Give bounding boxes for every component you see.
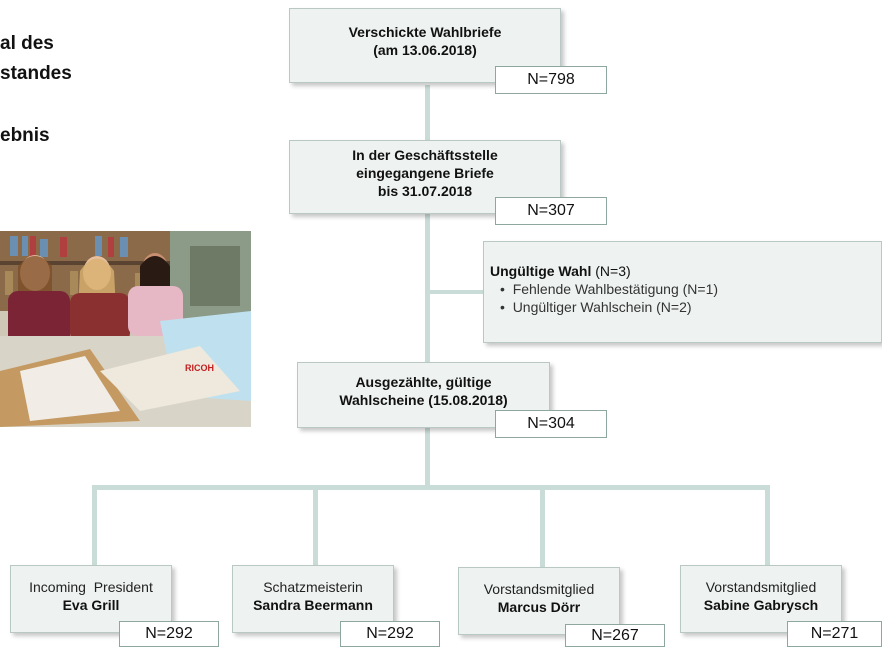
invalid-votes-title: Ungültige Wahl: [490, 263, 592, 279]
received-letters-label-2: eingegangene Briefe: [356, 165, 494, 181]
candidate-count: N=271: [787, 621, 882, 647]
sent-letters-count: N=798: [495, 66, 607, 94]
candidate-role: Incoming President: [29, 579, 153, 595]
sent-letters-date: (am 13.06.2018): [373, 42, 477, 58]
connector-main-vertical: [425, 85, 430, 485]
invalid-votes-list: • Fehlende Wahlbestätigung (N=1) • Ungül…: [490, 280, 881, 316]
candidate-role: Vorstandsmitglied: [705, 579, 817, 595]
invalid-votes-item: • Fehlende Wahlbestätigung (N=1): [500, 281, 719, 297]
candidate-box-3: Vorstandsmitglied Marcus Dörr: [458, 567, 620, 635]
candidate-box-1: Incoming President Eva Grill: [10, 565, 172, 633]
invalid-votes-item-text: Fehlende Wahlbestätigung (N=1): [512, 281, 719, 297]
counted-ballots-label-2: Wahlscheine (15.08.2018): [339, 392, 508, 408]
heading-line-3: ebnis: [0, 125, 50, 146]
candidate-role: Schatzmeisterin: [263, 579, 363, 595]
counted-ballots-count: N=304: [495, 410, 607, 438]
counted-ballots-label-1: Ausgezählte, gültige: [355, 374, 492, 390]
team-photo-illustration: RICOH: [0, 231, 251, 427]
candidate-count: N=292: [340, 621, 440, 647]
team-photo: RICOH: [0, 231, 251, 427]
invalid-votes-title-line: Ungültige Wahl (N=3): [490, 262, 881, 280]
connector-candidate-4: [765, 485, 770, 565]
heading-line-1: al des: [0, 33, 54, 54]
received-letters-label-1: In der Geschäftsstelle: [352, 147, 498, 163]
received-letters-label-3: bis 31.07.2018: [377, 183, 473, 199]
candidate-count: N=292: [119, 621, 219, 647]
candidate-name: Sandra Beermann: [253, 597, 373, 613]
candidate-name: Marcus Dörr: [497, 599, 581, 615]
heading-line-2: standes: [0, 63, 72, 84]
invalid-votes-count: (N=3): [595, 263, 631, 279]
invalid-votes-item: • Ungültiger Wahlschein (N=2): [500, 299, 692, 315]
connector-candidate-1: [92, 485, 97, 565]
invalid-votes-box: Ungültige Wahl (N=3) • Fehlende Wahlbest…: [483, 241, 882, 343]
connector-candidates-horizontal: [92, 485, 770, 490]
connector-candidate-3: [540, 485, 545, 567]
sent-letters-label: Verschickte Wahlbriefe: [348, 24, 502, 40]
candidate-count: N=267: [565, 624, 665, 647]
svg-text:RICOH: RICOH: [185, 363, 214, 373]
connector-invalid-branch: [428, 290, 483, 294]
invalid-votes-item-text: Ungültiger Wahlschein (N=2): [512, 299, 692, 315]
candidate-role: Vorstandsmitglied: [483, 581, 595, 597]
candidate-name: Eva Grill: [62, 597, 120, 613]
received-letters-count: N=307: [495, 197, 607, 225]
connector-candidate-2: [313, 485, 318, 565]
candidate-name: Sabine Gabrysch: [703, 597, 819, 613]
